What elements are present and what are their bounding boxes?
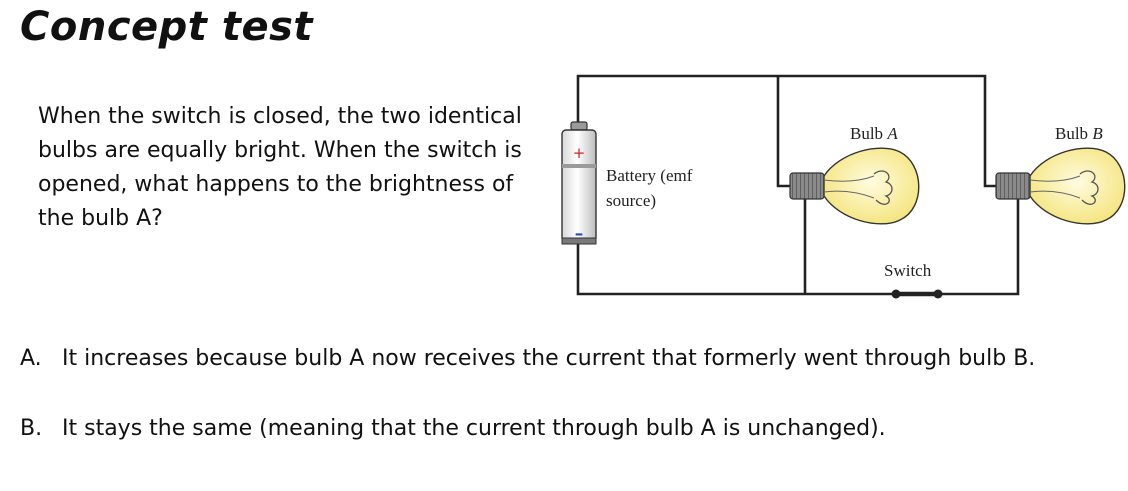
bulb-b-label: Bulb B [1055,124,1103,143]
page-title: Concept test [20,4,314,50]
question-text: When the switch is closed, the two ident… [38,104,522,231]
bulb-a-label-prefix: Bulb [850,124,887,143]
bulb-a [789,147,920,225]
answer-option-a[interactable]: A. It increases because bulb A now recei… [20,342,1035,376]
bulb-b-label-letter: B [1092,124,1103,143]
switch[interactable] [891,289,943,299]
answer-list: A. It increases because bulb A now recei… [20,342,1035,482]
bulb-b-label-prefix: Bulb [1055,124,1092,143]
answer-text: It increases because bulb A now receives… [62,346,1036,371]
wire-top-right [778,74,998,188]
switch-label: Switch [884,261,932,280]
wires [576,74,1020,296]
battery-label-line1: Battery (emf [606,166,693,185]
wire-top-left [576,74,778,122]
wire-bottom-right [805,186,1020,296]
bulb-b [995,147,1126,225]
answer-letter: A. [20,346,42,371]
answer-text: It stays the same (meaning that the curr… [62,416,886,441]
battery: + – [561,121,597,245]
answer-letter: B. [20,416,43,441]
bulb-a-label-letter: A [886,124,898,143]
wire-bottom-left [576,240,805,296]
answer-option-b[interactable]: B. It stays the same (meaning that the c… [20,412,1035,446]
battery-plus-sign: + [573,144,586,162]
battery-label-line2: source) [606,191,656,210]
circuit-diagram: + – Battery (emf source) Bulb A Bulb B S… [561,74,1126,299]
bulb-a-label: Bulb A [850,124,898,143]
battery-minus-sign: – [575,224,584,244]
wire-bulb-a-top [776,76,792,188]
